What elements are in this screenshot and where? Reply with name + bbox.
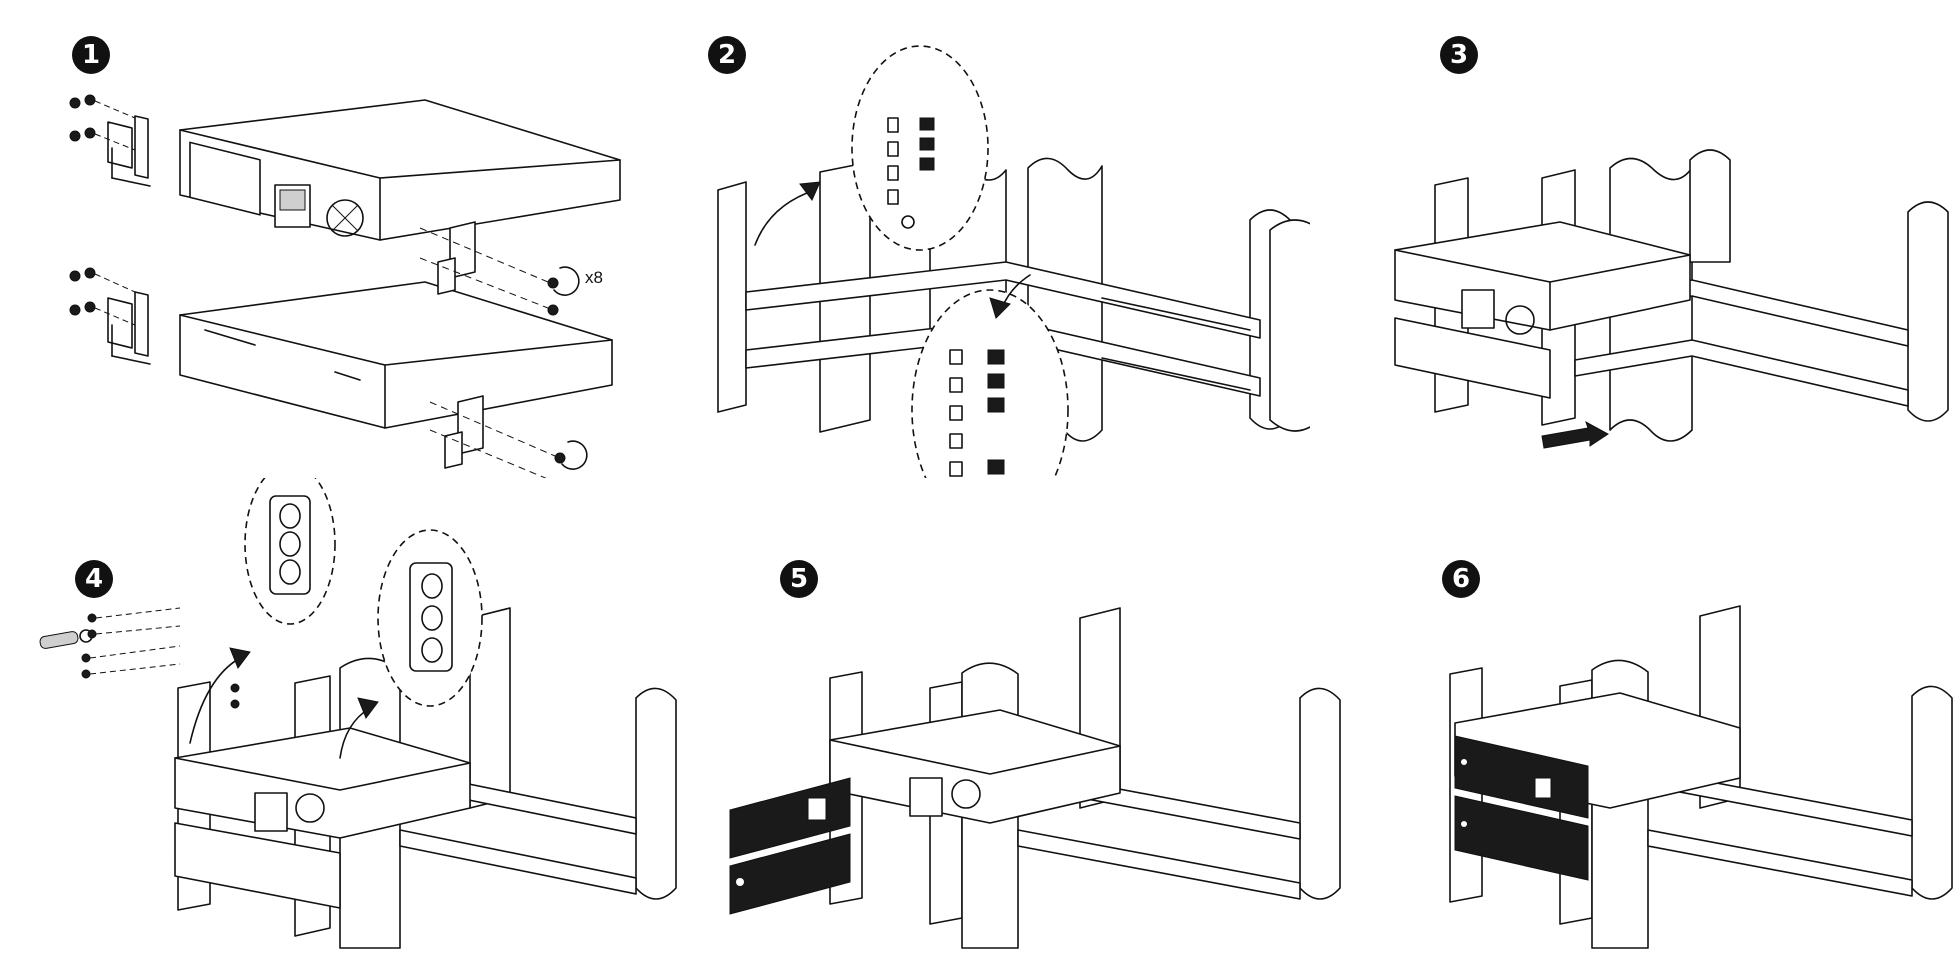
screws [69, 94, 588, 478]
step-1-illustration [69, 94, 621, 478]
step-5-badge: 5 [780, 560, 818, 598]
step-6-illustration [1449, 605, 1953, 949]
magnified-view-right [377, 529, 483, 707]
pointer-arrows [754, 181, 1031, 319]
front-bezels [729, 777, 851, 915]
right-brackets [437, 221, 484, 469]
step-1-panel: 1 [0, 0, 650, 478]
pointer-arrows [189, 647, 379, 759]
ups-units-inserted [829, 709, 1121, 824]
step-5-panel: 5 [700, 478, 1360, 957]
screws-and-screwdriver [39, 607, 240, 709]
step-3-illustration [1394, 149, 1949, 449]
ups-units-inserted [1394, 221, 1691, 399]
step-6-panel: 6 [1360, 478, 1954, 957]
left-brackets [107, 115, 151, 365]
step-3-panel: 3 [1310, 0, 1954, 478]
step-3-badge: 3 [1440, 36, 1478, 74]
screw-quantity-label: x8 [585, 268, 603, 287]
step-2-illustration [717, 45, 1310, 478]
step-4-panel: 4 [0, 478, 700, 957]
rack-rails [745, 261, 1261, 397]
magnified-view-left [244, 478, 336, 625]
push-arrow [1541, 420, 1609, 449]
step-4-badge: 4 [75, 560, 113, 598]
ups-units-inserted [174, 727, 471, 909]
step-1-badge: 1 [72, 36, 110, 74]
ups-unit-upper [179, 99, 621, 241]
ups-units-with-bezels [1454, 692, 1741, 881]
ups-unit-lower [179, 281, 613, 429]
magnified-view-bottom [911, 289, 1069, 478]
step-6-badge: 6 [1442, 560, 1480, 598]
step-2-panel: 2 [650, 0, 1310, 478]
step-5-illustration [729, 607, 1341, 949]
step-2-badge: 2 [708, 36, 746, 74]
step-4-illustration [39, 478, 677, 949]
magnified-view-top [851, 45, 989, 251]
